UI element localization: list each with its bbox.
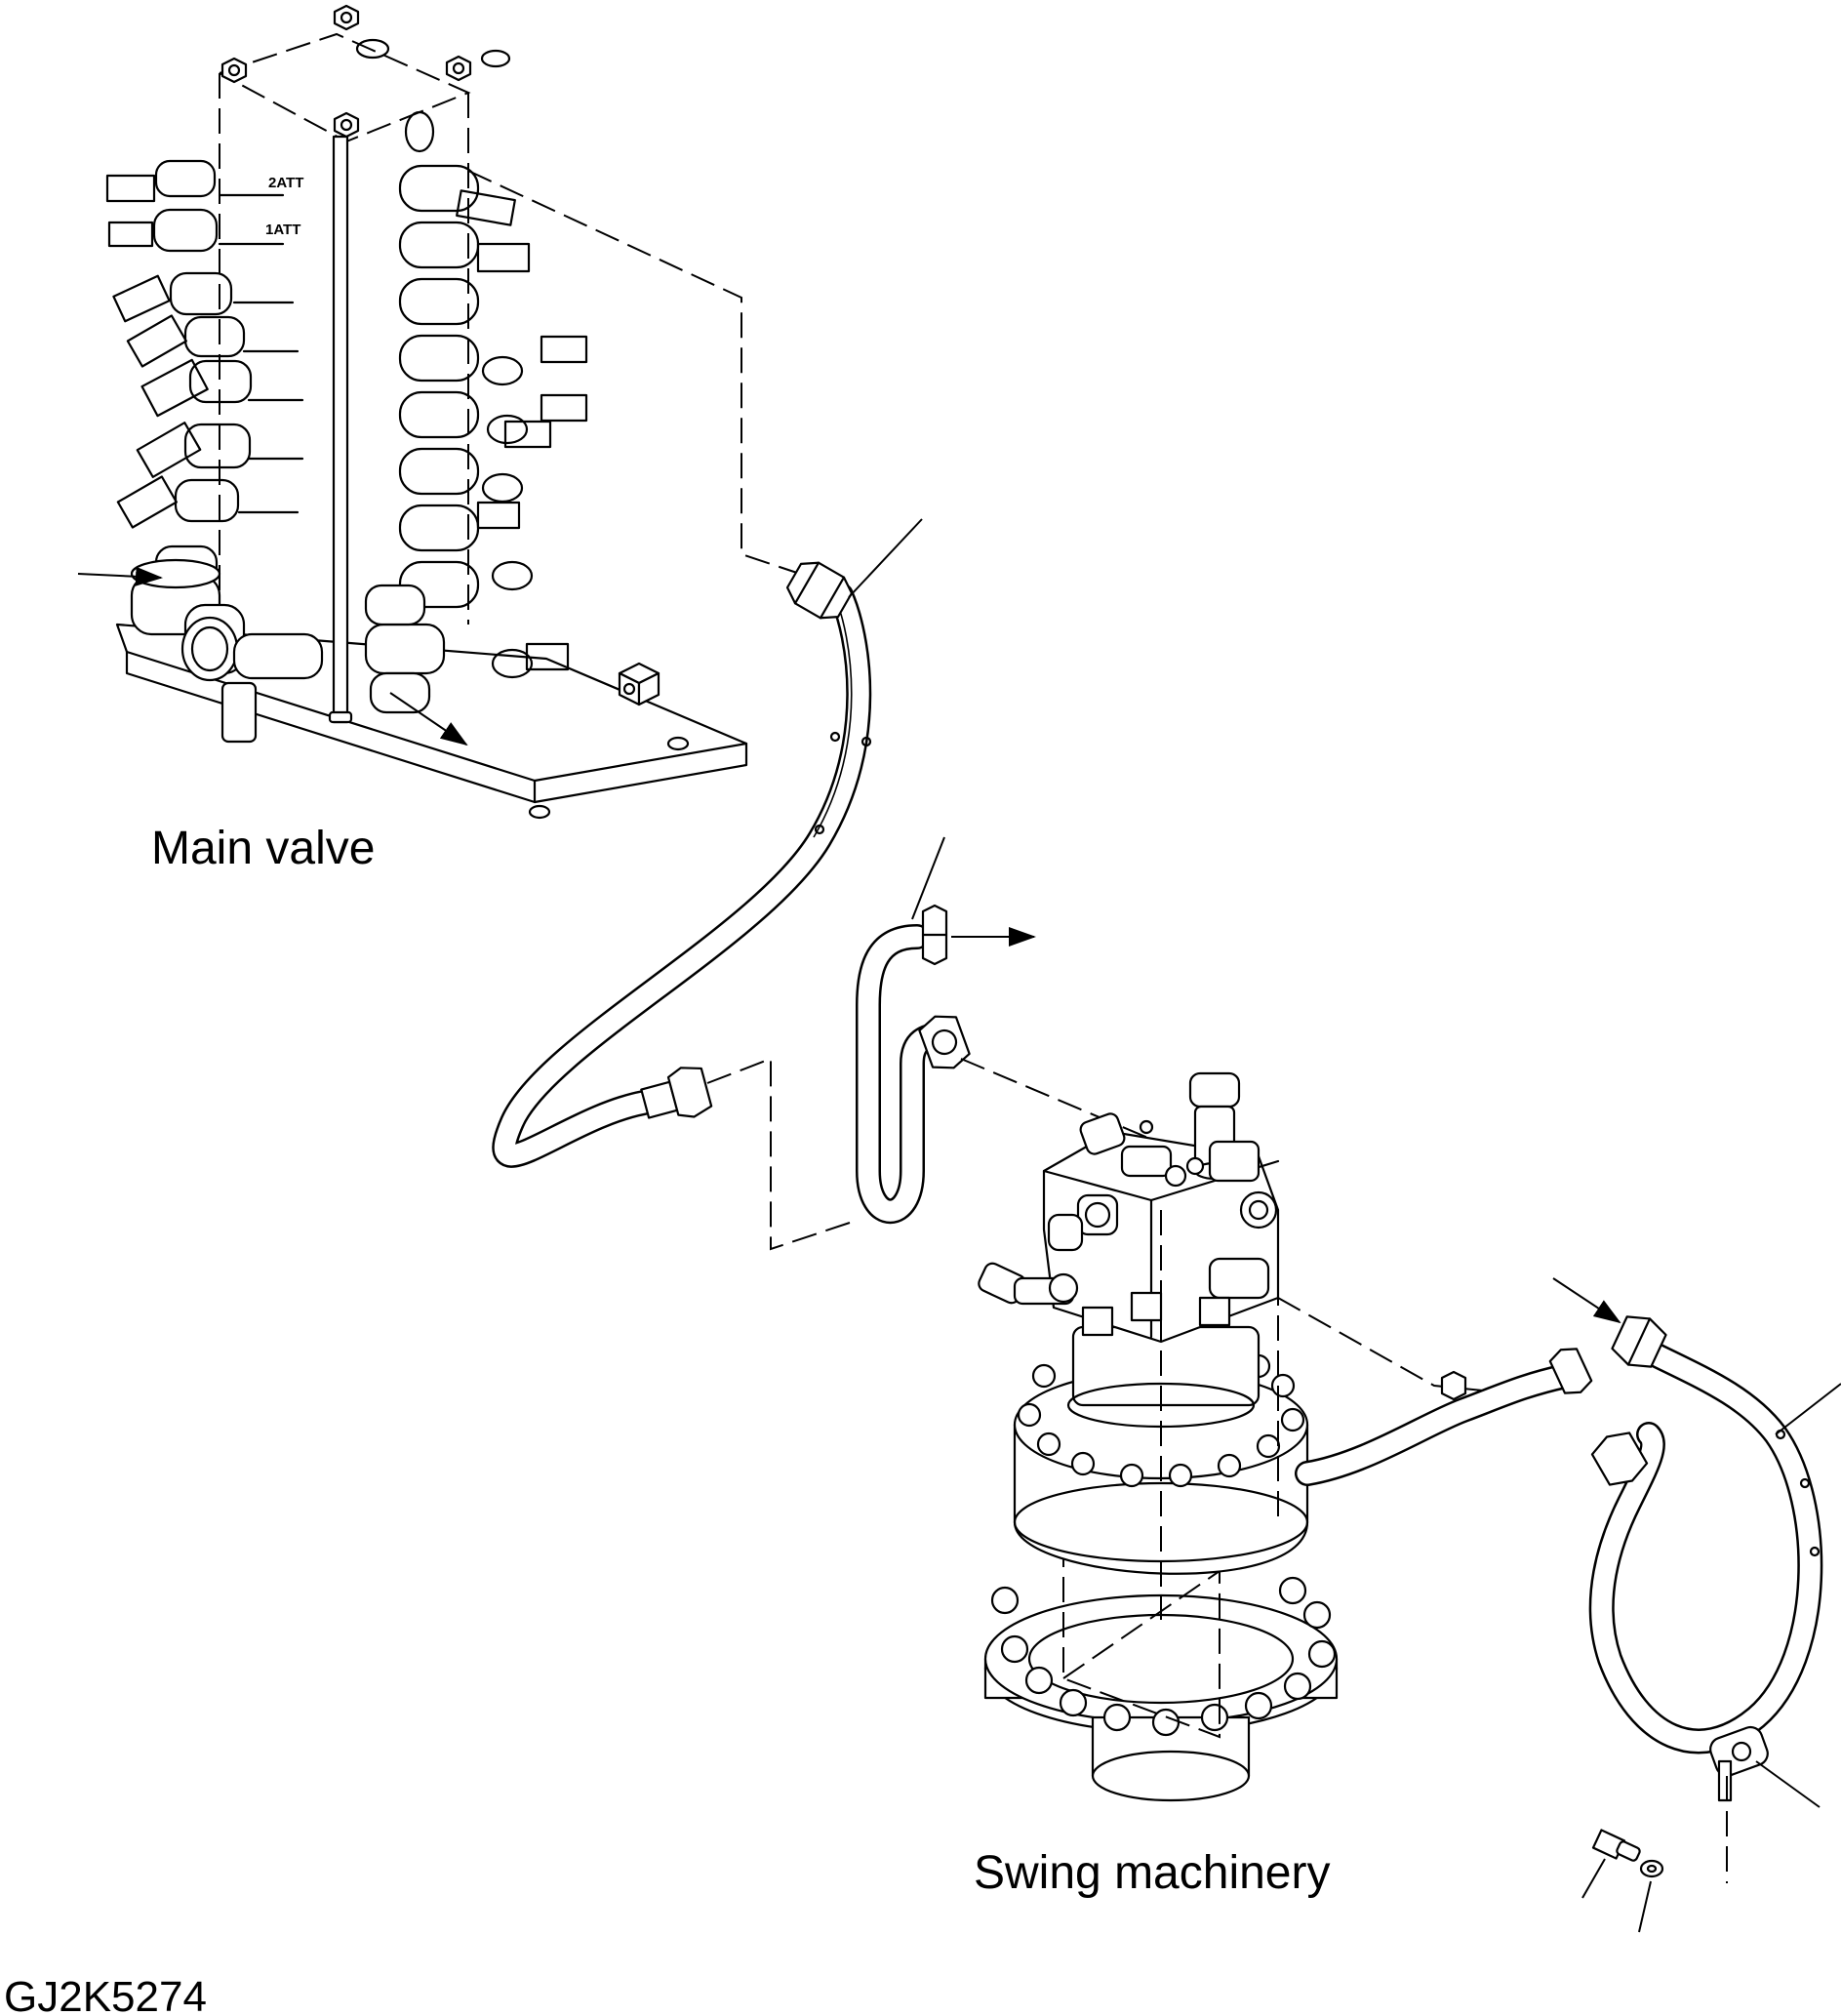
clamp-leader: [1755, 1760, 1821, 1808]
clamp-bolt: [1581, 1829, 1641, 1899]
swing-machinery-label: Swing machinery: [974, 1847, 1331, 1899]
hose3-leader: [1775, 1383, 1841, 1435]
figure-code: GJ2K5274: [4, 1973, 207, 2016]
drain-inlet-arrow: [1552, 1277, 1621, 1324]
main-valve-top-bolts: [220, 4, 511, 153]
swing-machinery: [978, 1071, 1593, 1802]
spool-mark-2att: 2ATT: [268, 175, 303, 191]
hose-swing-return: [856, 836, 1036, 1225]
routing-line-hose1-bottom: [706, 1057, 860, 1251]
hose-clamp: [1709, 1725, 1769, 1802]
main-valve: 2ATT 1ATT: [77, 4, 748, 820]
hose2-leader: [911, 836, 945, 920]
main-valve-label: Main valve: [151, 823, 376, 874]
hose-main-to-swing: [492, 518, 923, 1168]
main-valve-right-spools: [398, 164, 660, 706]
main-valve-inlet-arrow: [77, 566, 163, 586]
clamp-washer: [1638, 1859, 1664, 1933]
main-valve-lower-port: [130, 558, 446, 744]
spool-mark-1att: 1ATT: [265, 222, 300, 238]
routing-line-main-valve: [467, 170, 801, 575]
main-valve-left-spools: 2ATT 1ATT: [105, 159, 303, 589]
hose1-leader: [848, 518, 923, 598]
main-valve-port-cube: [618, 662, 660, 706]
routing-line-hose2: [960, 1058, 1181, 1152]
main-valve-outlet-arrow: [389, 692, 468, 746]
main-valve-tie-rods: [328, 135, 353, 724]
hose-swing-drain: [1552, 1277, 1841, 1808]
